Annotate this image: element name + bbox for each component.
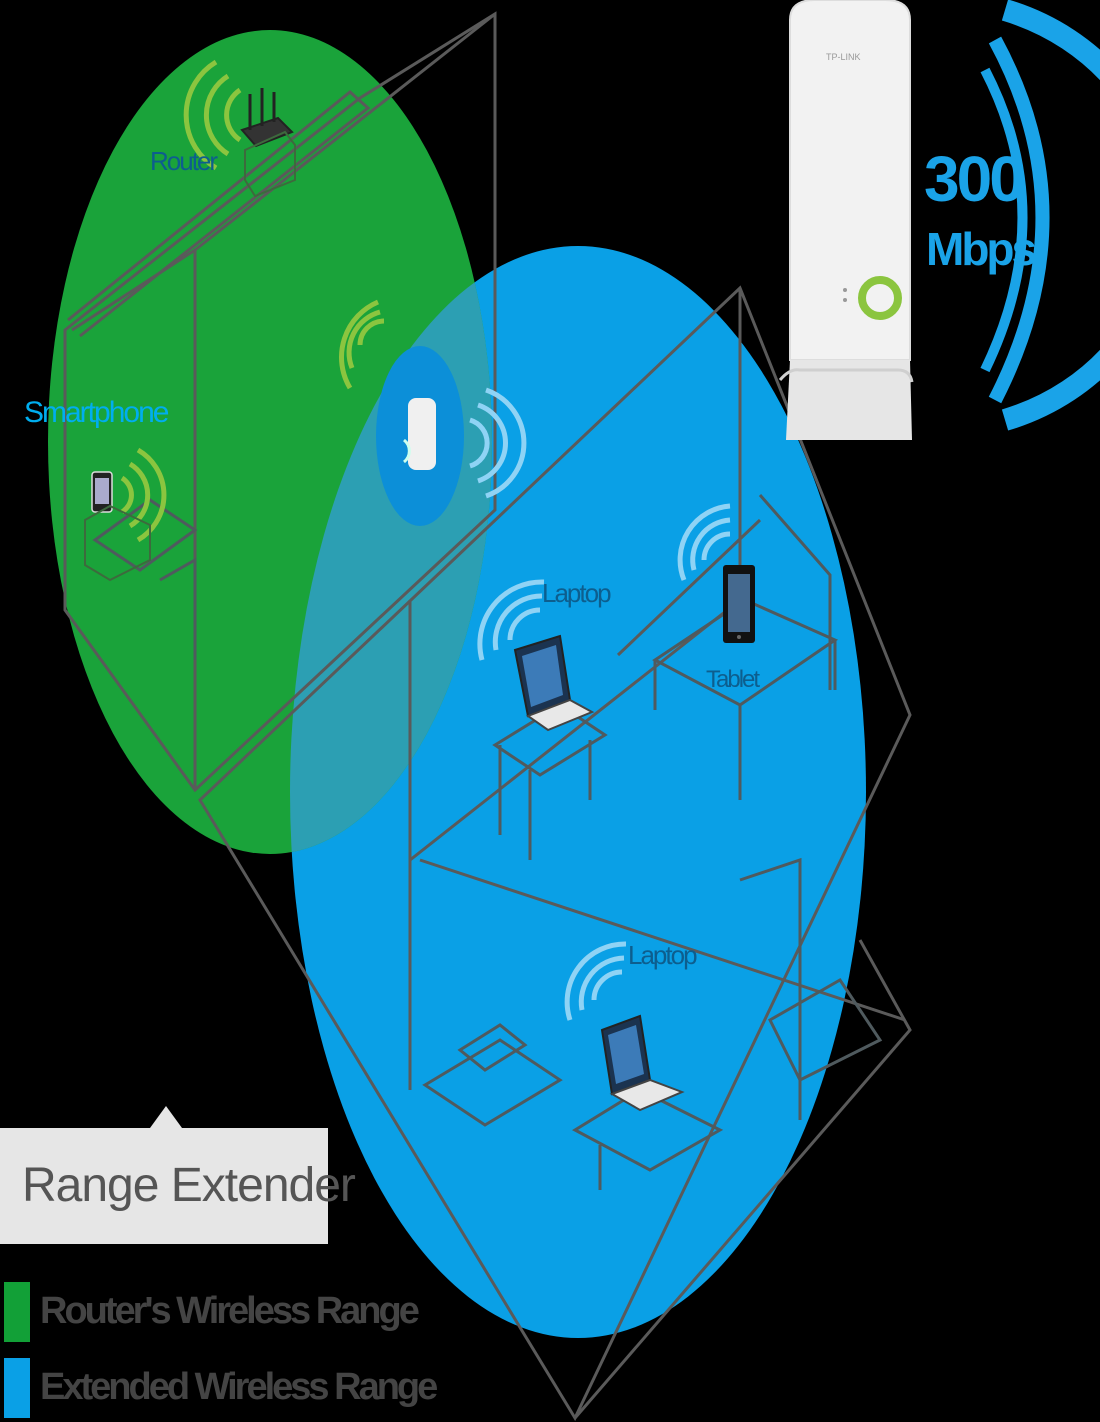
legend-item-router-range: Router's Wireless Range bbox=[0, 1282, 420, 1342]
smartphone-device bbox=[84, 471, 151, 582]
furniture-sketches bbox=[92, 494, 883, 1190]
smartphone-label: Smartphone bbox=[24, 396, 169, 429]
router-label: Router bbox=[150, 146, 218, 176]
laptop-upper-device bbox=[513, 634, 595, 732]
tablet-device bbox=[723, 565, 755, 643]
tablet-wifi-icon bbox=[677, 503, 731, 581]
product-signal-arcs bbox=[980, 0, 1100, 431]
legend-swatch-extended-range bbox=[4, 1358, 30, 1418]
legend-item-extended-range: Extended Wireless Range bbox=[0, 1358, 438, 1418]
laptop-lower-label: Laptop bbox=[628, 940, 698, 970]
speed-unit: Mbps bbox=[926, 223, 1037, 275]
range-extender-product-image bbox=[778, 0, 914, 440]
speed-value: 300 bbox=[924, 143, 1025, 215]
product-brand-label: TP-LINK bbox=[826, 52, 861, 62]
laptop-upper-wifi-icon bbox=[477, 579, 545, 661]
extender-blue-wifi-icon bbox=[469, 387, 527, 499]
legend-label-extended-range: Extended Wireless Range bbox=[40, 1366, 438, 1408]
range-extender-device-icon bbox=[376, 346, 464, 526]
laptop-lower-device bbox=[600, 1014, 685, 1112]
caption-pointer bbox=[150, 1106, 182, 1128]
caption-title: Range Extender bbox=[22, 1159, 356, 1212]
tablet-label: Tablet bbox=[706, 666, 760, 693]
laptop-upper-label: Laptop bbox=[542, 578, 612, 608]
router-wifi-icon bbox=[183, 59, 242, 171]
caption-box: Range Extender bbox=[0, 1128, 356, 1244]
lower-floor-outline bbox=[198, 285, 912, 1422]
extender-green-wifi-icon bbox=[338, 299, 385, 390]
laptop-lower-wifi-icon bbox=[564, 941, 627, 1021]
legend-swatch-router-range bbox=[4, 1282, 30, 1342]
legend-label-router-range: Router's Wireless Range bbox=[40, 1290, 420, 1332]
router-device bbox=[240, 88, 296, 198]
